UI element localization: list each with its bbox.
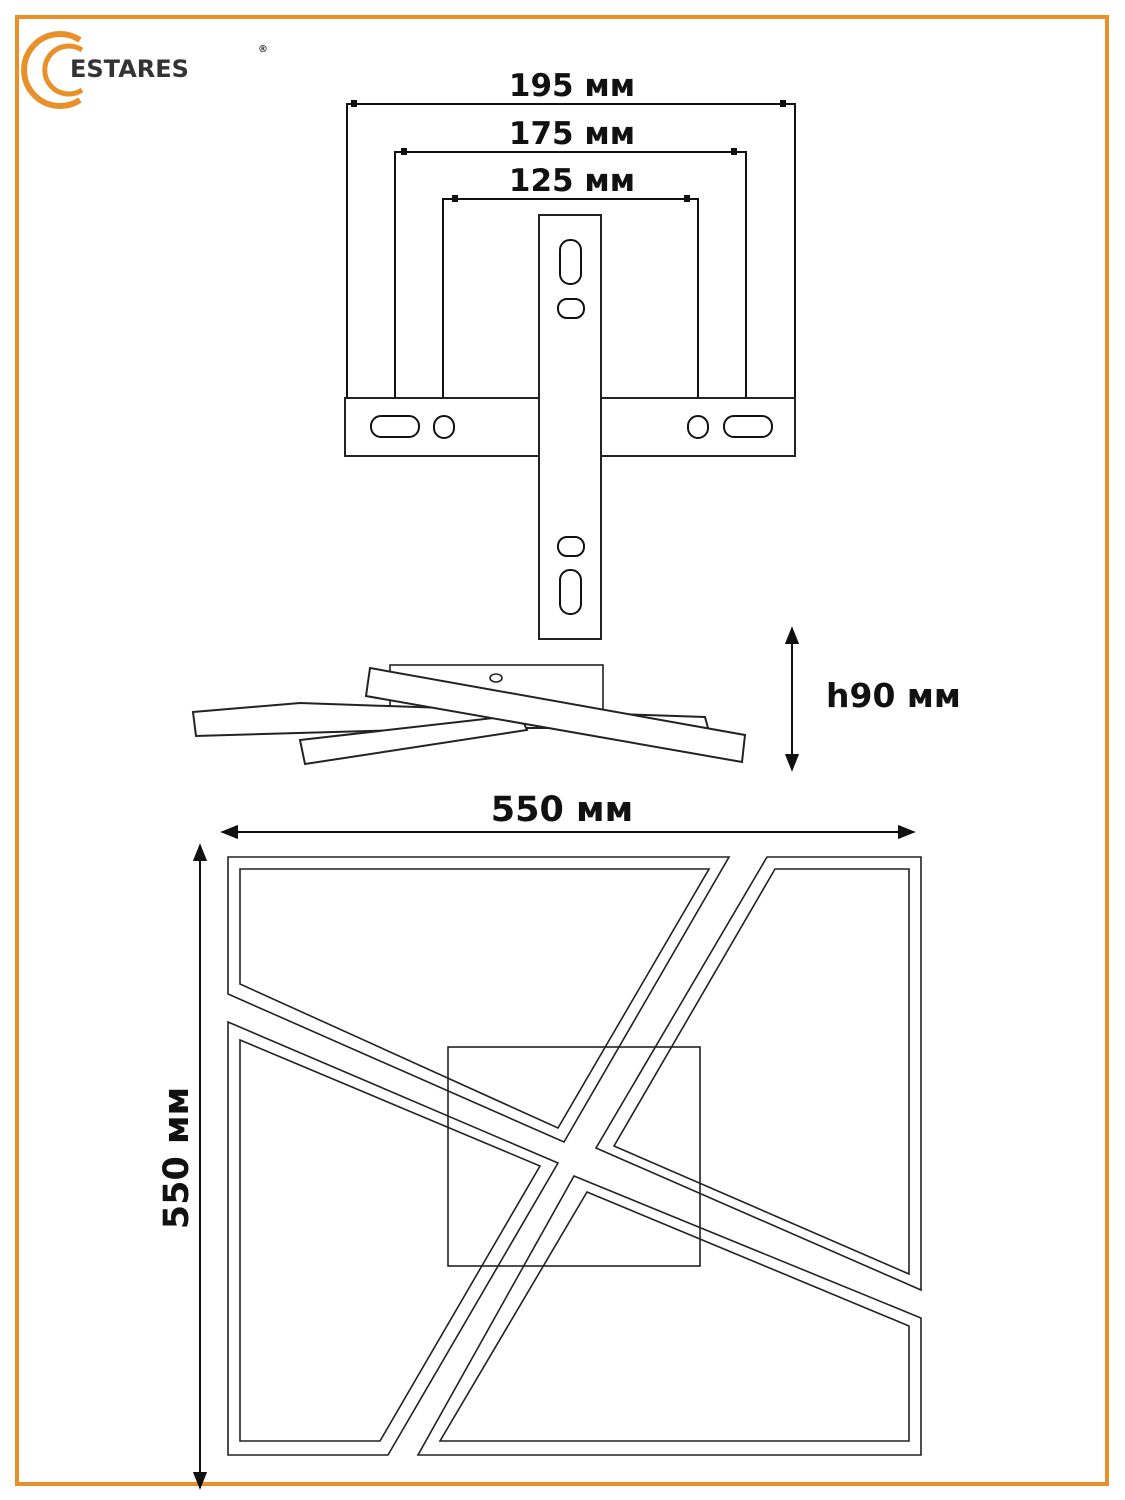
mounting-bracket-diagram: 195 мм 175 мм 125 мм xyxy=(344,68,796,640)
screw-hole-right xyxy=(687,415,709,439)
dim-label-175: 175 мм xyxy=(509,116,635,152)
dim-line-175 xyxy=(394,151,747,425)
brand-logo: ESTARES ® xyxy=(21,31,268,109)
height-label: h90 мм xyxy=(826,676,961,715)
dim-line-125 xyxy=(442,198,699,425)
logo-registered-mark: ® xyxy=(258,44,268,55)
logo-arc-inner xyxy=(42,43,84,97)
screw-hole-left xyxy=(433,415,455,439)
width-label: 550 мм xyxy=(491,790,633,830)
lamp-frame-top-left xyxy=(227,856,731,1144)
side-view-diagram: h90 мм xyxy=(191,626,961,772)
slot-hole-bottom xyxy=(559,569,582,615)
lamp-frame-bottom-right xyxy=(416,1174,922,1456)
slot-hole-right xyxy=(723,415,773,438)
bracket-vertical-plate xyxy=(538,214,602,640)
depth-label: 550 мм xyxy=(157,1087,197,1229)
logo-text: ESTARES xyxy=(70,55,189,83)
dim-line-195 xyxy=(346,103,796,456)
canopy-outline xyxy=(447,1046,701,1267)
logo-arc-outer xyxy=(21,31,82,109)
screw-hole-bottom xyxy=(557,536,585,557)
slot-hole-left xyxy=(370,415,420,438)
dim-label-195: 195 мм xyxy=(509,68,635,104)
side-arm-long xyxy=(364,666,747,764)
screw-hole-top xyxy=(557,298,585,319)
top-view-diagram: 550 мм 550 мм xyxy=(157,790,922,1490)
lamp-frame-bottom-left xyxy=(227,1020,560,1456)
orange-border-frame xyxy=(15,15,1109,1486)
side-arm-middle xyxy=(298,713,529,766)
dim-label-125: 125 мм xyxy=(509,163,635,199)
slot-hole-top xyxy=(559,239,582,285)
lamp-frame-top-right xyxy=(594,856,922,1292)
